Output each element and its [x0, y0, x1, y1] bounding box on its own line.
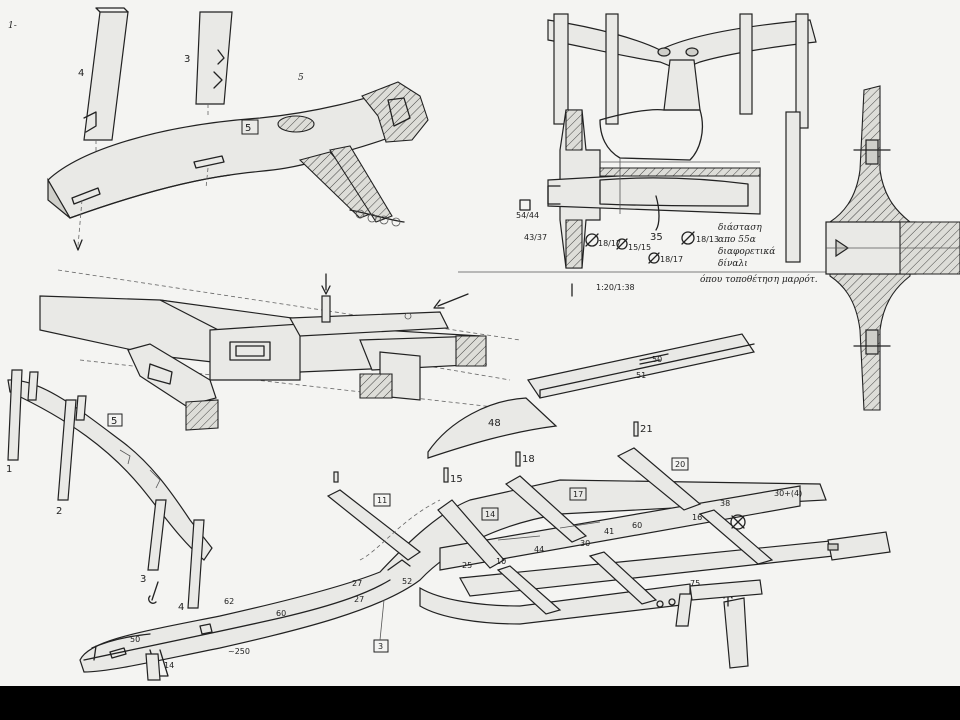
note-line-2: απο 55α	[718, 235, 756, 245]
dim-18-17b: 18/17	[660, 255, 683, 264]
note-line-5: όπου τοποθέτηση μαρρότ.	[700, 274, 818, 285]
side-rail-view: 5 1 2 3 4	[6, 369, 213, 613]
dim-75: 75	[690, 579, 700, 588]
part-5-faint-label: 5	[298, 73, 304, 83]
cart-frame-perspective: 15 18 21 11 14 17 20 3 62 27 27 52 25 10…	[79, 421, 891, 681]
bottom-black-band	[0, 686, 960, 720]
part-15-label: 15	[450, 474, 463, 485]
stake-2-label: 2	[56, 506, 62, 517]
part-50-label: 50	[652, 355, 662, 364]
part-20-label: 20	[675, 460, 685, 469]
dim-16: 16	[692, 513, 702, 522]
part-17-label: 17	[573, 490, 583, 499]
dim-25: 25	[462, 561, 472, 570]
note-line-4: δίναλι	[718, 258, 748, 269]
dim-27b: 27	[354, 595, 364, 604]
plank-50-51: 50 51	[527, 333, 755, 399]
dim-30-4: 30+(4)	[774, 489, 802, 498]
part-3-box-label: 3	[378, 642, 383, 651]
stake-4b-label: 4	[178, 602, 184, 613]
part-51-label: 51	[636, 371, 646, 380]
joint-exploded-view	[39, 269, 521, 431]
side-5-box-label: 5	[111, 416, 117, 427]
dim-44: 44	[534, 545, 544, 554]
stake-4: 4	[78, 7, 129, 141]
stake-4-label: 4	[78, 68, 84, 79]
part-62-label: 62	[224, 597, 234, 606]
part-35-label: 35	[650, 232, 663, 243]
part-18-label: 18	[522, 454, 535, 465]
stake-3: 3	[184, 11, 233, 105]
curved-part-48: 48	[427, 397, 558, 459]
dim-38: 38	[720, 499, 730, 508]
note-line-3: διαφορετικά	[718, 246, 775, 257]
page-mark: 1-	[8, 21, 17, 31]
dim-18-13: 18/13	[696, 235, 719, 244]
dim-14: 14	[164, 661, 174, 670]
stake-1-label: 1	[6, 464, 12, 475]
dim-18-17a: 18/17	[598, 239, 621, 248]
stake-3-label: 3	[184, 54, 190, 65]
beam-5-perspective: 4 3 5 5	[47, 7, 429, 251]
dim-43-37: 43/37	[524, 233, 547, 242]
dim-10: 10	[496, 557, 506, 566]
dim-27a: 27	[352, 579, 362, 588]
axle-section-view: 35 54/44 43/37 18/17 15/15 18/17 18/13 δ…	[458, 13, 830, 297]
technical-drawing: 1- 4 3 5 5	[6, 7, 960, 681]
scale-label: 1:20/1:38	[596, 283, 635, 292]
stake-3b-label: 3	[140, 574, 146, 585]
dim-54-44: 54/44	[516, 211, 539, 220]
dim-60b: 60	[276, 609, 286, 618]
part-11-label: 11	[377, 496, 387, 505]
dim-250: ~250	[228, 647, 250, 656]
part-48-label: 48	[488, 418, 501, 429]
part-14-label: 14	[485, 510, 495, 519]
dim-30: 30	[580, 539, 590, 548]
wheel-cross-section	[825, 85, 960, 411]
dim-15-15: 15/15	[628, 243, 651, 252]
drawing-sheet: 1- 4 3 5 5	[0, 0, 960, 686]
dim-52: 52	[402, 577, 412, 586]
dim-50: 50	[130, 635, 140, 644]
part-21-label: 21	[640, 424, 653, 435]
dim-41: 41	[604, 527, 614, 536]
note-line-1: διάσταση	[718, 222, 762, 233]
part-5-box-label: 5	[245, 123, 251, 134]
dim-60: 60	[632, 521, 642, 530]
